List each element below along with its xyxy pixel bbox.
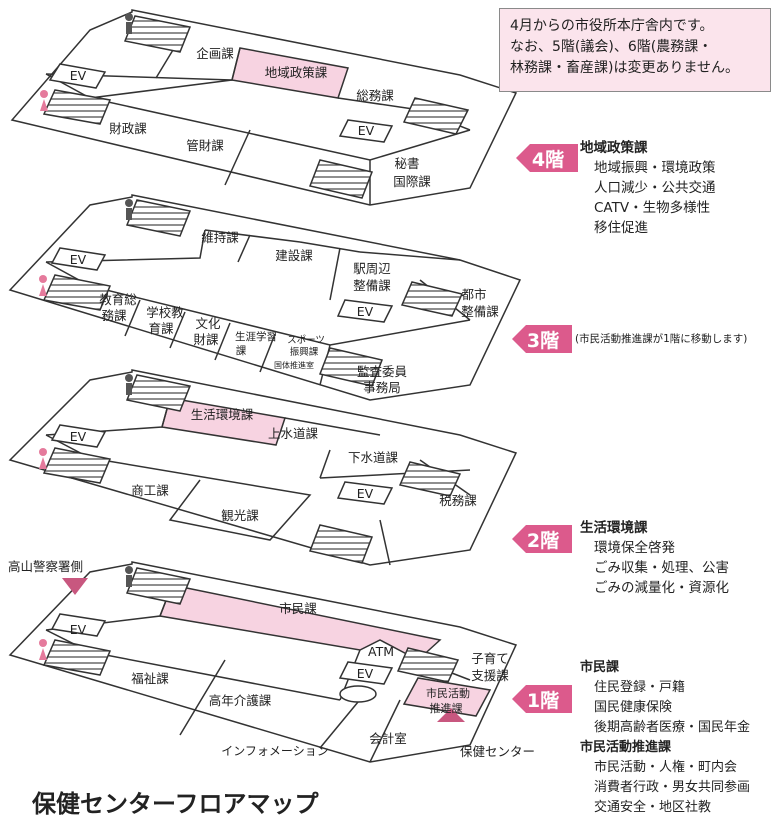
room-gakko: 学校教 <box>146 305 184 320</box>
room-zeimu: 税務課 <box>439 493 477 508</box>
room-kikaku: 企画課 <box>196 46 234 61</box>
room-shogai-2: 課 <box>236 344 247 357</box>
floor-badge-2-label: 2階 <box>527 530 559 552</box>
ev-label: EV <box>358 123 375 138</box>
restroom-icon <box>39 374 133 469</box>
restroom-icon <box>39 199 133 296</box>
room-kokusai: 国際課 <box>393 174 431 189</box>
room-bunka: 文化 <box>195 316 221 331</box>
dept-item: 環境保全啓発 <box>594 540 675 556</box>
floor-badge-4: 4階 <box>516 144 578 172</box>
room-somu: 総務課 <box>356 88 394 103</box>
room-kansa-2: 事務局 <box>363 380 401 395</box>
room-shogai: 生涯学習 <box>235 330 277 343</box>
restroom-icon <box>40 13 133 111</box>
room-ekishuhen-2: 整備課 <box>353 278 391 293</box>
room-kosodate-2: 支援課 <box>471 668 509 683</box>
ev-label: EV <box>70 68 87 83</box>
floor-3 <box>8 194 522 401</box>
floor-badge-4-label: 4階 <box>532 149 564 171</box>
notice-box: 4月からの市役所本庁舎内です。 なお、5階(議会)、6階(農務課・ 林務課・畜産… <box>499 8 771 92</box>
notice-line: 林務課・畜産課)は変更ありません。 <box>510 60 740 76</box>
page-title: 保健センターフロアマップ <box>32 790 319 818</box>
room-shimin: 市民課 <box>279 601 317 616</box>
floor-badge-3-label: 3階 <box>527 330 559 352</box>
room-seikatsu-kankyo: 生活環境課 <box>191 407 254 422</box>
room-chiiki-seisaku: 地域政策課 <box>265 65 328 80</box>
dept-name: 地域政策課 <box>580 140 648 156</box>
police-direction-arrow <box>62 578 88 595</box>
room-zaisei: 財政課 <box>109 121 147 136</box>
dept-item: 市民活動・人権・町内会 <box>594 760 738 775</box>
info-label: インフォメーション <box>221 744 328 758</box>
ev-label: EV <box>70 429 87 444</box>
dept-item: 後期高齢者医療・国民年金 <box>594 720 751 735</box>
floor-2 <box>8 369 518 566</box>
floor-badge-1: 1階 <box>512 685 572 713</box>
room-iji: 維持課 <box>201 230 239 245</box>
dept-info-f1: 市民課 住民登録・戸籍 国民健康保険 後期高齢者医療・国民年金 市民活動推進課 … <box>580 658 750 818</box>
room-shimin-katsudo: 市民活動 <box>426 686 470 700</box>
dept-info-f2: 生活環境課 環境保全啓発 ごみ収集・処理、公害 ごみの減量化・資源化 <box>580 518 729 598</box>
room-kaikei: 会計室 <box>369 731 407 746</box>
health-center-direction-label: 保健センター <box>460 744 536 759</box>
room-kyoiku: 教育総 <box>99 292 137 307</box>
room-kansa: 監査委員 <box>357 364 408 379</box>
room-konen-kaigo: 高年介護課 <box>209 693 272 708</box>
room-fukushi: 福祉課 <box>131 671 169 686</box>
room-shimin-katsudo-2: 推進課 <box>430 701 463 715</box>
floor-4 <box>10 9 518 206</box>
dept-item: CATV・生物多様性 <box>594 200 711 216</box>
room-toshi-2: 整備課 <box>461 304 499 319</box>
room-sports-2: 振興課 <box>290 346 319 358</box>
dept-name: 生活環境課 <box>580 520 648 536</box>
floor-1 <box>8 561 518 763</box>
floor-badge-3: 3階 <box>512 325 572 353</box>
floor-badge-1-label: 1階 <box>527 690 559 712</box>
dept-item: 消費者行政・男女共同参画 <box>594 780 751 795</box>
room-kanko: 観光課 <box>221 508 259 523</box>
dept-info-f4: 地域政策課 地域振興・環境政策 人口減少・公共交通 CATV・生物多様性 移住促… <box>580 138 716 238</box>
dept-item: 地域振興・環境政策 <box>594 160 716 176</box>
room-hisho: 秘書 <box>394 156 419 171</box>
floor-3-note: (市民活動推進課が1階に移動します) <box>575 333 748 345</box>
room-kensetsu: 建設課 <box>275 248 313 263</box>
ev-label: EV <box>357 486 374 501</box>
dept-item: 移住促進 <box>594 220 648 236</box>
room-kosodate: 子育て <box>471 651 509 666</box>
room-josuido: 上水道課 <box>268 426 319 441</box>
room-gakko-2: 育課 <box>148 321 174 336</box>
room-sports: スポーツ <box>287 335 325 346</box>
ev-label: EV <box>70 622 87 637</box>
ev-label: EV <box>357 666 374 681</box>
dept-item: ごみ収集・処理、公害 <box>594 560 729 576</box>
room-ekishuhen: 駅周辺 <box>353 261 391 276</box>
police-direction-label: 高山警察署側 <box>8 559 84 574</box>
ev-label: EV <box>357 304 374 319</box>
room-gesuido: 下水道課 <box>348 450 399 465</box>
room-kyoiku-2: 務課 <box>101 308 127 323</box>
dept-item: 国民健康保険 <box>594 700 673 715</box>
floor-badge-2: 2階 <box>512 525 572 553</box>
dept-item: 住民登録・戸籍 <box>594 680 686 695</box>
room-kanzai: 管財課 <box>186 138 224 153</box>
notice-line: なお、5階(議会)、6階(農務課・ <box>510 39 713 55</box>
room-kokutai: 国体推進室 <box>274 360 314 370</box>
room-toshi: 都市 <box>461 287 486 302</box>
dept-item: ごみの減量化・資源化 <box>594 580 729 596</box>
dept-name: 市民課 <box>580 660 620 675</box>
dept-name: 市民活動推進課 <box>580 740 672 755</box>
dept-item: 交通安全・地区社教 <box>594 800 712 815</box>
atm-label: ATM <box>368 644 394 659</box>
ev-label: EV <box>70 252 87 267</box>
notice-line: 4月からの市役所本庁舎内です。 <box>510 18 714 34</box>
dept-item: 人口減少・公共交通 <box>594 180 716 196</box>
restroom-icon <box>39 566 133 660</box>
room-shoko: 商工課 <box>131 483 169 498</box>
room-bunka-2: 財課 <box>193 332 219 347</box>
health-direction-arrow <box>437 708 465 722</box>
